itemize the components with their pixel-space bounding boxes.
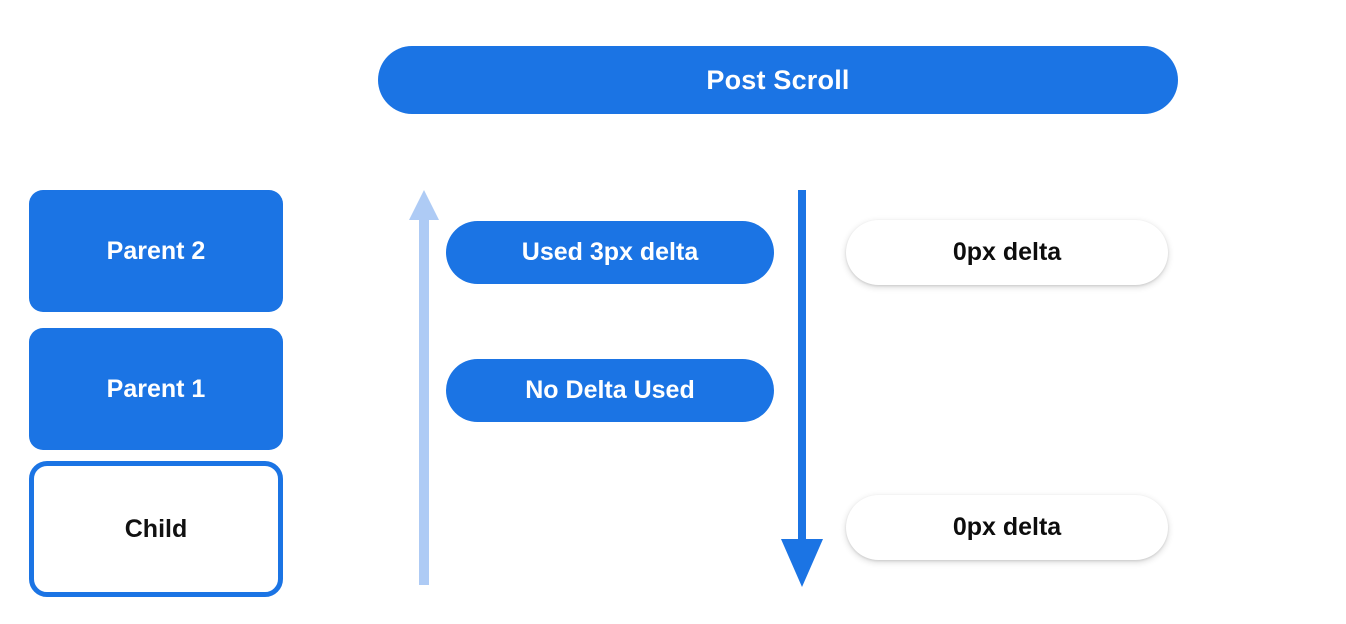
node-spacer [29,312,283,328]
node-label-parent-1: Parent 1 [106,374,206,403]
pill-no-delta-used: No Delta Used [446,359,774,422]
node-box-parent-1: Parent 1 [29,328,283,450]
node-box-child: Child [29,461,283,597]
pill-zero-delta-top: 0px delta [846,220,1168,285]
node-label-parent-2: Parent 2 [106,236,206,265]
pill-label-zero-delta-top: 0px delta [952,238,1062,266]
header-title: Post Scroll [706,64,850,95]
pill-zero-delta-bottom: 0px delta [846,495,1168,560]
arrow-down-icon [781,190,823,587]
view-hierarchy-stack: Parent 2 Parent 1 Child [29,190,283,597]
arrow-up-icon [409,190,439,585]
node-box-parent-2: Parent 2 [29,190,283,312]
node-label-child: Child [124,514,188,543]
pill-label-no-delta-used: No Delta Used [525,376,695,404]
pill-used-3px-delta: Used 3px delta [446,221,774,284]
header-banner: Post Scroll [378,46,1178,114]
node-spacer [29,450,283,461]
pill-label-used-3px-delta: Used 3px delta [521,238,699,266]
pill-label-zero-delta-bottom: 0px delta [952,513,1062,541]
